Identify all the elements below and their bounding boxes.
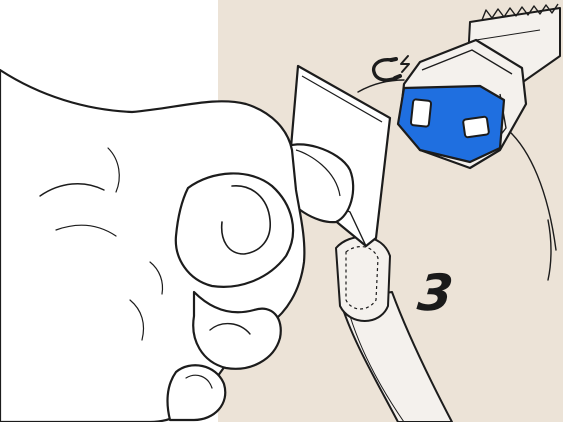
shoulder-contour: [507, 129, 557, 281]
clip-slot-right: [462, 115, 490, 139]
magnet-icon: [371, 57, 402, 82]
clip-slot-left: [409, 98, 433, 128]
hand: [0, 68, 306, 422]
lower-strap: [335, 235, 453, 422]
lightning-icon: [400, 55, 410, 73]
magnetic-clip: [396, 38, 528, 170]
attraction-arc: [357, 79, 405, 93]
step-number: 3: [414, 264, 456, 322]
